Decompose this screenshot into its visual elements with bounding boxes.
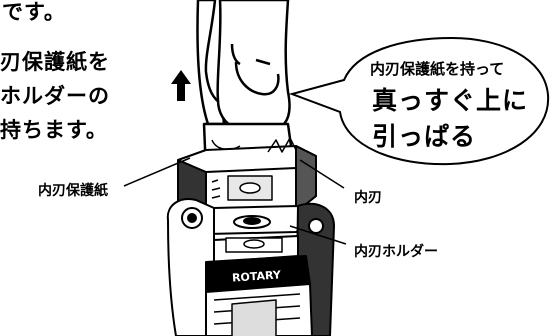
- leader-lines: [123, 157, 347, 245]
- instruction-line-2: 刃保護紙を: [0, 50, 110, 74]
- up-arrow-icon: [171, 70, 191, 101]
- bubble-text-line-1: 内刃保護紙を持って: [370, 60, 505, 78]
- shaver-body: [166, 198, 335, 336]
- brand-logo: ROTARY: [232, 268, 283, 284]
- inner-blade-holder-shape: [177, 137, 317, 217]
- bubble-text-line-3: 引っぱる: [372, 122, 477, 151]
- label-inner-blade-holder: 内刃ホルダー: [354, 244, 438, 260]
- instruction-line-3: ホルダーの: [0, 84, 110, 108]
- instruction-line-4: 持ちます。: [0, 118, 108, 142]
- label-inner-blade: 内刃: [354, 190, 382, 206]
- hand-illustration: [196, 0, 291, 130]
- bubble-text-line-2: 真っすぐ上に: [372, 86, 529, 115]
- speech-bubble: [288, 36, 550, 166]
- instruction-line-1: です。: [2, 0, 66, 24]
- label-protective-paper: 内刃保護紙: [38, 183, 108, 199]
